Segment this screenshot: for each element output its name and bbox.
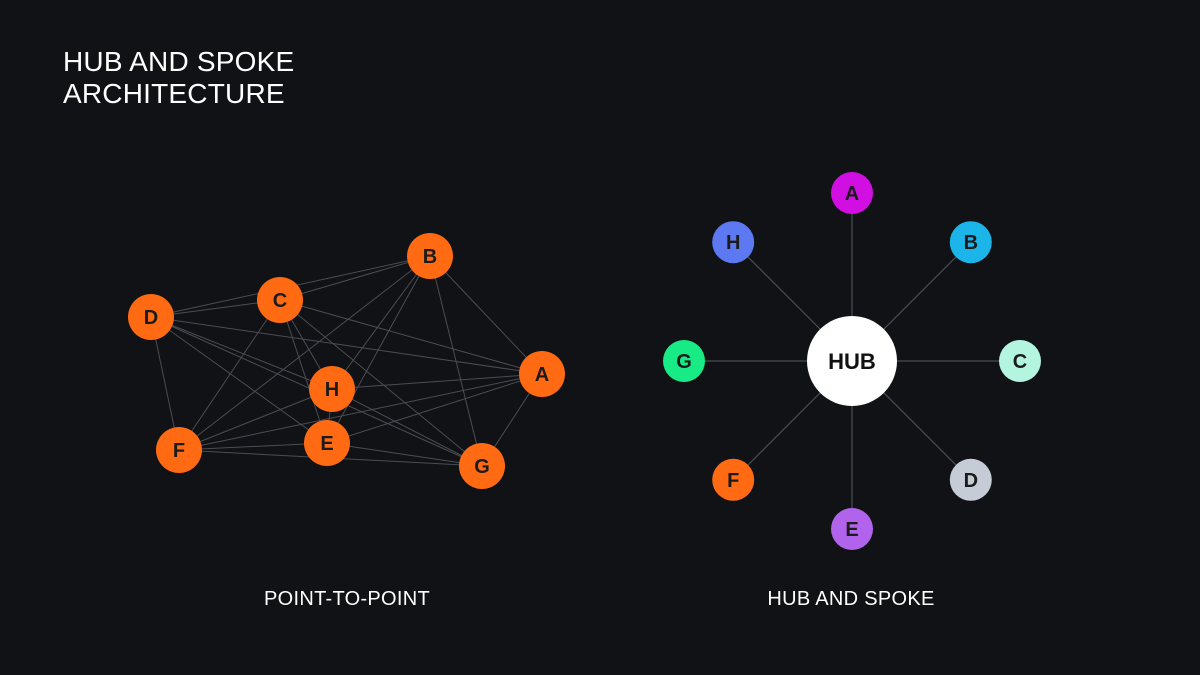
mesh-edge-c-f — [178, 299, 281, 451]
hub-node: HUB — [807, 316, 897, 406]
spoke-node-circle — [949, 458, 992, 501]
spoke-node-label: A — [845, 183, 859, 205]
spoke-node-label: B — [964, 232, 978, 254]
mesh-edge-e-g — [326, 442, 483, 467]
mesh-edge-d-h — [150, 316, 333, 390]
spoke-node-label: G — [676, 351, 692, 373]
hub-node-label: HUB — [828, 349, 876, 374]
spoke-node-c: C — [999, 340, 1041, 382]
mesh-node-label: C — [273, 290, 287, 312]
mesh-node-circle — [304, 420, 350, 466]
spoke-node-g: G — [663, 340, 705, 382]
spoke-node-circle — [831, 172, 873, 214]
mesh-node-h: H — [309, 366, 355, 412]
mesh-edge-e-f — [178, 442, 328, 451]
spoke-node-circle — [712, 221, 755, 264]
mesh-node-c: C — [257, 277, 303, 323]
mesh-node-label: F — [173, 440, 185, 462]
page-title: HUB AND SPOKE ARCHITECTURE — [63, 46, 483, 110]
spoke-node-b: B — [949, 221, 992, 264]
mesh-node-label: H — [325, 379, 339, 401]
mesh-edge-c-g — [279, 299, 483, 467]
spoke-node-a: A — [831, 172, 873, 214]
mesh-edge-a-e — [326, 373, 543, 444]
mesh-edge-a-f — [178, 373, 543, 451]
mesh-node-circle — [519, 351, 565, 397]
mesh-node-label: B — [423, 246, 437, 268]
mesh-node-a: A — [519, 351, 565, 397]
mesh-node-label: G — [474, 456, 490, 478]
spoke-node-label: D — [964, 470, 978, 492]
spoke-node-circle — [831, 508, 873, 550]
spoke-node-f: F — [712, 458, 755, 501]
spoke-node-label: F — [727, 470, 739, 492]
mesh-node-d: D — [128, 294, 174, 340]
mesh-node-circle — [257, 277, 303, 323]
spoke-node-label: C — [1013, 351, 1027, 373]
mesh-node-circle — [128, 294, 174, 340]
mesh-edge-d-e — [150, 316, 328, 444]
mesh-edge-c-e — [279, 299, 328, 444]
mesh-edge-g-h — [331, 388, 483, 467]
point-to-point-nodes: A B C D E F G H — [128, 233, 565, 489]
mesh-edge-a-d — [150, 316, 543, 375]
mesh-node-label: E — [320, 433, 333, 455]
mesh-node-circle — [156, 427, 202, 473]
hub-spoke-nodes: A B C D E F G H HUB — [663, 172, 1041, 550]
mesh-edge-f-h — [178, 388, 333, 451]
spoke-node-e: E — [831, 508, 873, 550]
mesh-edge-b-f — [178, 255, 431, 451]
spoke-node-label: E — [845, 519, 858, 541]
mesh-node-circle — [459, 443, 505, 489]
mesh-edge-a-c — [279, 299, 543, 375]
spoke-node-circle — [999, 340, 1041, 382]
page-title-line-2: ARCHITECTURE — [63, 78, 285, 109]
spoke-node-circle — [712, 458, 755, 501]
mesh-edge-b-e — [326, 255, 431, 444]
mesh-node-label: D — [144, 307, 158, 329]
mesh-edge-b-g — [429, 255, 483, 467]
hub-and-spoke-caption: HUB AND SPOKE — [767, 588, 935, 610]
spoke-node-label: H — [726, 232, 740, 254]
mesh-node-b: B — [407, 233, 453, 279]
mesh-edge-b-c — [279, 255, 431, 301]
mesh-node-circle — [309, 366, 355, 412]
mesh-node-circle — [407, 233, 453, 279]
spoke-node-h: H — [712, 221, 755, 264]
point-to-point-caption: POINT-TO-POINT — [263, 588, 431, 610]
spoke-node-circle — [663, 340, 705, 382]
page-title-line-1: HUB AND SPOKE — [63, 46, 295, 77]
spoke-node-d: D — [949, 458, 992, 501]
mesh-edge-a-b — [429, 255, 543, 375]
hub-node-circle — [807, 316, 897, 406]
mesh-node-label: A — [535, 364, 549, 386]
mesh-edge-b-h — [331, 255, 431, 390]
mesh-node-f: F — [156, 427, 202, 473]
mesh-node-g: G — [459, 443, 505, 489]
mesh-node-e: E — [304, 420, 350, 466]
spoke-node-circle — [949, 221, 992, 264]
mesh-edge-a-h — [331, 373, 543, 390]
